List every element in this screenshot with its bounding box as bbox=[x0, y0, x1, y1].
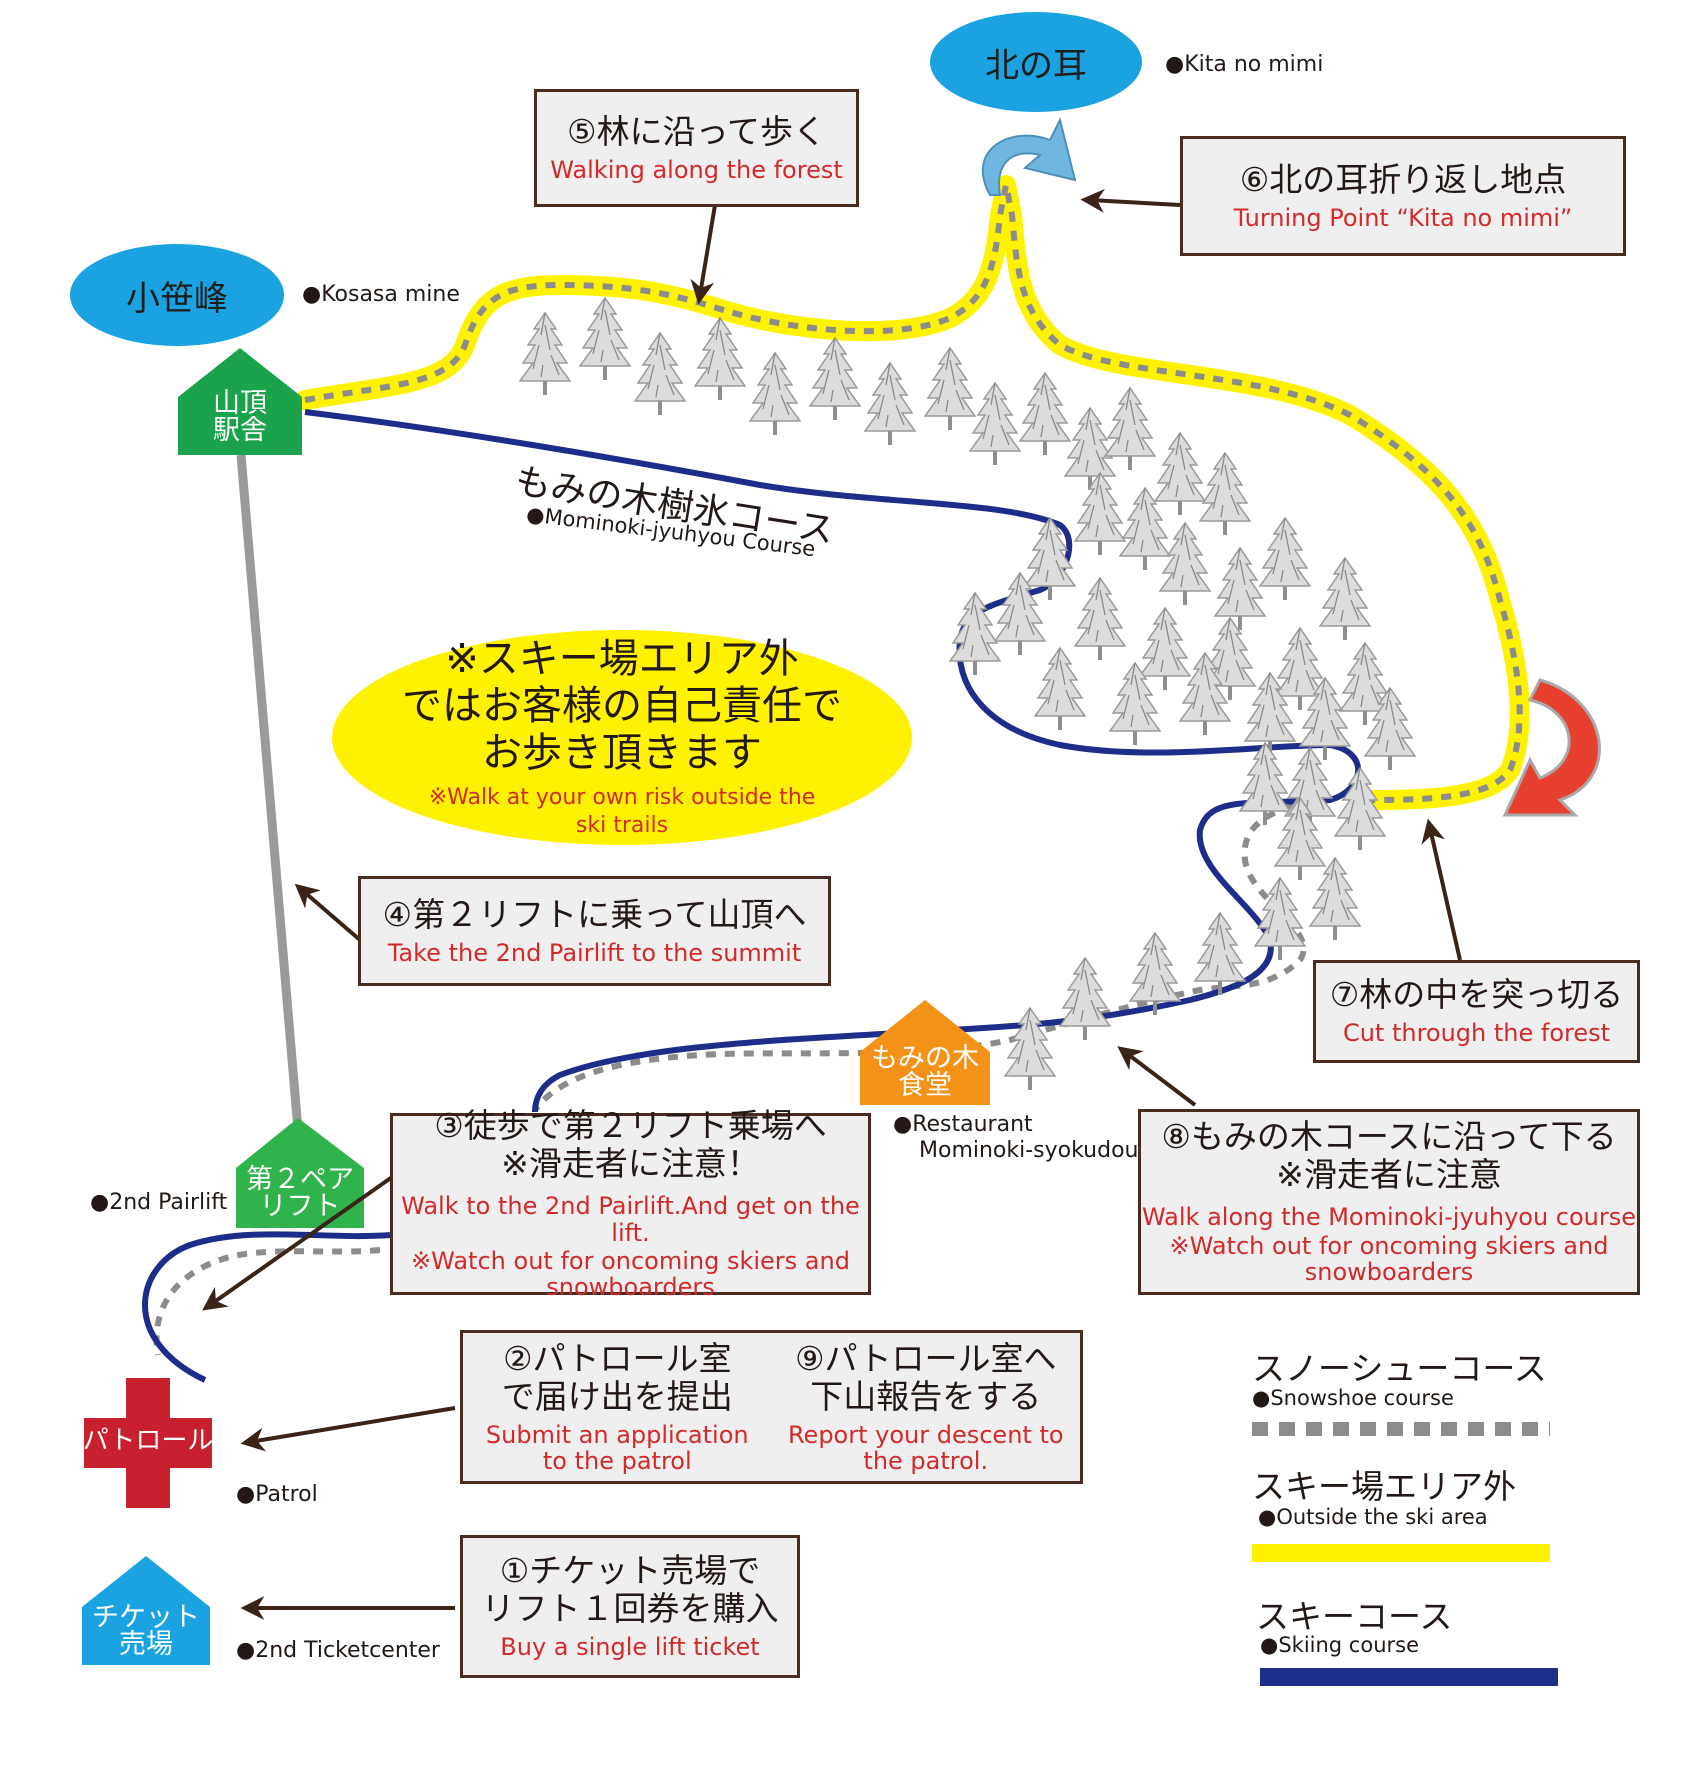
outside-area-snowshoe bbox=[304, 184, 1523, 803]
step3-ja-1: ③徒歩で第２リフト乗場へ bbox=[434, 1106, 827, 1146]
pairlift-house bbox=[236, 1118, 364, 1228]
pointer-arrows bbox=[202, 188, 1462, 1620]
lift-line bbox=[236, 454, 303, 1131]
warning-oval: ※スキー場エリア外 ではお客様の自己責任で お歩き頂きます ※Walk at y… bbox=[332, 630, 912, 845]
step2-9-box: ②パトロール室 で届け出を提出 Submit an application to… bbox=[460, 1330, 1083, 1484]
step4-ja: ④第２リフトに乗って山頂へ bbox=[382, 894, 807, 934]
legend-snowshoe-ja: スノーシューコース bbox=[1252, 1349, 1547, 1388]
warning-ja-2: ではお客様の自己責任で bbox=[402, 682, 842, 729]
kosasa-mine-peak: 小笹峰 bbox=[70, 244, 284, 346]
warning-en-2: ski trails bbox=[575, 813, 669, 839]
legend-ski-en: ●Skiing course bbox=[1260, 1633, 1419, 1657]
ticket-house bbox=[82, 1556, 210, 1665]
step9-en-2: the patrol. bbox=[863, 1446, 989, 1475]
step3-en-1: Walk to the 2nd Pairlift.And get on the … bbox=[401, 1192, 860, 1247]
ski-course-start bbox=[142, 1231, 391, 1383]
step6-ja: ⑥北の耳折り返し地点 bbox=[1239, 159, 1567, 199]
step3-en-2: ※Watch out for oncoming skiers and bbox=[411, 1246, 850, 1275]
step9-ja-2: 下山報告をする bbox=[810, 1376, 1042, 1416]
step8-ja-2: ※滑走者に注意 bbox=[1276, 1155, 1502, 1195]
patrol-label: パトロール bbox=[82, 1426, 214, 1456]
legend-ski-ja: スキーコース bbox=[1256, 1597, 1453, 1636]
snowshoe-route-start bbox=[153, 1247, 381, 1356]
legend-outside-line bbox=[1252, 1544, 1550, 1562]
step1-box: ①チケット売場で リフト１回券を購入 Buy a single lift tic… bbox=[460, 1535, 800, 1678]
step8-en-3: snowboarders bbox=[1304, 1258, 1474, 1287]
step2-en-1: Submit an application bbox=[485, 1420, 749, 1449]
turn-arrow-kita-no-mimi bbox=[981, 117, 1077, 196]
step1-ja-2: リフト１回券を購入 bbox=[481, 1589, 779, 1629]
kita-no-mimi-peak: 北の耳 bbox=[930, 12, 1142, 112]
pairlift-label: 第２ペア リフト bbox=[246, 1164, 354, 1222]
ticket-label: チケット 売場 bbox=[92, 1602, 200, 1660]
summit-station-label: 山頂 駅舎 bbox=[213, 388, 267, 446]
restaurant-en-2: Mominoki-syokudou bbox=[919, 1138, 1139, 1163]
step4-box: ④第２リフトに乗って山頂へ Take the 2nd Pairlift to t… bbox=[358, 876, 831, 986]
step2-en-2: to the patrol bbox=[542, 1446, 692, 1475]
step3-ja-2: ※滑走者に注意！ bbox=[501, 1144, 760, 1184]
step8-ja-1: ⑧もみの木コースに沿って下る bbox=[1161, 1117, 1617, 1157]
step8-box: ⑧もみの木コースに沿って下る ※滑走者に注意 Walk along the Mo… bbox=[1138, 1109, 1640, 1295]
legend-snowshoe-en: ●Snowshoe course bbox=[1252, 1386, 1454, 1410]
step2-panel: ②パトロール室 で届け出を提出 Submit an application to… bbox=[463, 1333, 772, 1481]
step1-en: Buy a single lift ticket bbox=[500, 1633, 760, 1662]
kosasa-mine-label: 小笹峰 bbox=[126, 278, 228, 319]
restaurant-house bbox=[860, 1000, 990, 1105]
step5-en: Walking along the forest bbox=[550, 155, 843, 184]
patrol-en: ●Patrol bbox=[236, 1482, 318, 1507]
step9-panel: ⑨パトロール室へ 下山報告をする Report your descent to … bbox=[772, 1333, 1081, 1481]
step2-ja-1: ②パトロール室 bbox=[502, 1338, 732, 1378]
warning-ja-1: ※スキー場エリア外 bbox=[445, 635, 799, 682]
ticket-en: ●2nd Ticketcenter bbox=[236, 1638, 440, 1663]
kita-no-mimi-label: 北の耳 bbox=[985, 45, 1087, 86]
warning-en-1: ※Walk at your own risk outside the bbox=[428, 785, 816, 811]
step7-ja: ⑦林の中を突っ切る bbox=[1329, 975, 1624, 1015]
kita-no-mimi-en: ●Kita no mimi bbox=[1165, 52, 1324, 77]
step5-ja: ⑤林に沿って歩く bbox=[567, 111, 826, 151]
turn-arrow-forest bbox=[1502, 678, 1601, 817]
summit-station-house bbox=[178, 348, 302, 455]
step4-en: Take the 2nd Pairlift to the summit bbox=[387, 938, 802, 967]
legend-outside-en: ●Outside the ski area bbox=[1258, 1505, 1488, 1529]
kosasa-mine-en: ●Kosasa mine bbox=[302, 282, 460, 307]
step3-en-3: snowboarders bbox=[546, 1273, 715, 1302]
step2-ja-2: で届け出を提出 bbox=[501, 1376, 733, 1416]
step7-box: ⑦林の中を突っ切る Cut through the forest bbox=[1313, 960, 1640, 1063]
step9-ja-1: ⑨パトロール室へ bbox=[794, 1338, 1057, 1378]
step8-en-2: ※Watch out for oncoming skiers and bbox=[1169, 1231, 1609, 1260]
legend-ski-line bbox=[1260, 1668, 1558, 1686]
step7-en: Cut through the forest bbox=[1342, 1019, 1611, 1048]
restaurant-label: もみの木 食堂 bbox=[871, 1043, 979, 1101]
step6-box: ⑥北の耳折り返し地点 Turning Point “Kita no mimi” bbox=[1180, 136, 1626, 256]
step3-box: ③徒歩で第２リフト乗場へ ※滑走者に注意！ Walk to the 2nd Pa… bbox=[390, 1107, 871, 1301]
warning-ja-3: お歩き頂きます bbox=[482, 730, 762, 777]
patrol-cross bbox=[84, 1378, 212, 1508]
pairlift-en: ●2nd Pairlift bbox=[90, 1190, 228, 1215]
step9-en-1: Report your descent to bbox=[787, 1420, 1064, 1449]
legend-outside-ja: スキー場エリア外 bbox=[1252, 1467, 1516, 1506]
restaurant-en-1: ●Restaurant bbox=[893, 1112, 1033, 1137]
legend-snowshoe-line bbox=[1252, 1422, 1550, 1436]
step1-ja-1: ①チケット売場で bbox=[499, 1551, 761, 1591]
step6-en: Turning Point “Kita no mimi” bbox=[1233, 203, 1573, 232]
step5-box: ⑤林に沿って歩く Walking along the forest bbox=[534, 89, 859, 207]
step8-en-1: Walk along the Mominoki-jyuhyou course bbox=[1141, 1203, 1637, 1232]
